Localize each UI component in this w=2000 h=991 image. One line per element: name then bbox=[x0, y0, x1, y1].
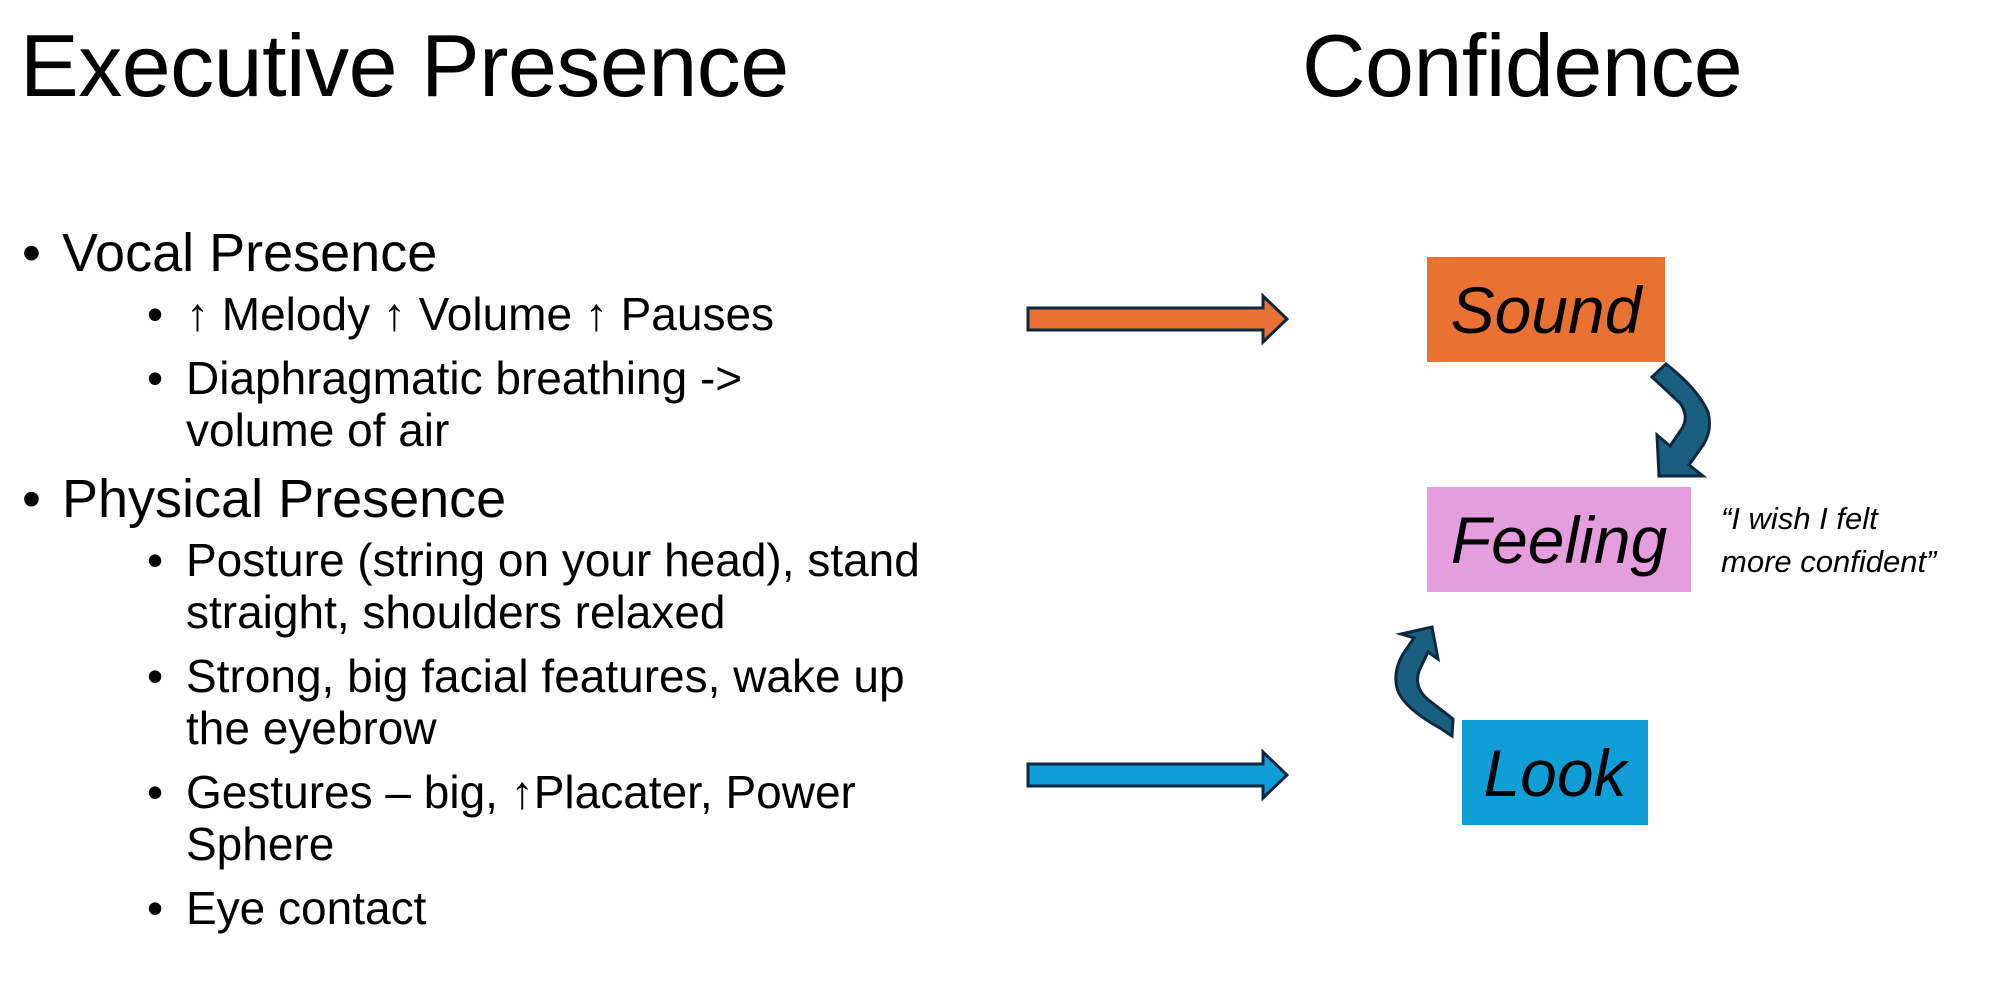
bullet-label: Vocal Presence bbox=[62, 223, 438, 283]
sub-bullet-list: • Posture (string on your head), stand st… bbox=[62, 534, 970, 934]
sound-box: Sound bbox=[1427, 257, 1665, 362]
bullet-vocal-presence: • Vocal Presence • ↑ Melody ↑ Volume ↑ Pa… bbox=[20, 222, 970, 456]
sub-bullet-text: Diaphragmatic breathing -> volume of air bbox=[186, 352, 743, 456]
bullet-dot: • bbox=[147, 288, 164, 340]
bullet-dot: • bbox=[22, 223, 41, 283]
bullet-dot: • bbox=[147, 352, 164, 404]
sub-bullet-text: Eye contact bbox=[186, 882, 427, 934]
sub-bullet: • Eye contact bbox=[62, 882, 986, 934]
look-box: Look bbox=[1462, 720, 1648, 825]
slide-title-confidence: Confidence bbox=[1302, 16, 1743, 115]
sound-label: Sound bbox=[1450, 272, 1642, 347]
look-label: Look bbox=[1483, 735, 1627, 810]
bullet-label: Physical Presence bbox=[62, 469, 507, 529]
sub-bullet: • Posture (string on your head), stand st… bbox=[62, 534, 986, 638]
bullet-dot: • bbox=[147, 766, 164, 818]
sub-bullet-text: Posture (string on your head), stand str… bbox=[186, 534, 920, 638]
bullet-dot: • bbox=[147, 882, 164, 934]
bullet-list: • Vocal Presence • ↑ Melody ↑ Volume ↑ Pa… bbox=[20, 222, 970, 946]
sub-bullet: • Diaphragmatic breathing -> volume of ai… bbox=[62, 352, 806, 456]
quote-line-2: more confident” bbox=[1721, 544, 1937, 579]
sub-bullet: • Strong, big facial features, wake up th… bbox=[62, 650, 926, 754]
vocal-arrow-icon bbox=[1026, 292, 1290, 346]
feeling-box: Feeling bbox=[1427, 487, 1691, 592]
bullet-dot: • bbox=[147, 650, 164, 702]
feeling-quote: “I wish I felt more confident” bbox=[1721, 497, 1936, 583]
bullet-dot: • bbox=[22, 469, 41, 529]
bullet-dot: • bbox=[147, 534, 164, 586]
curved-arrow-down-icon bbox=[1649, 362, 1711, 478]
sub-bullet-text: Strong, big facial features, wake up the… bbox=[186, 650, 905, 754]
feeling-label: Feeling bbox=[1450, 502, 1668, 577]
physical-arrow-icon bbox=[1026, 748, 1290, 802]
sub-bullet: • ↑ Melody ↑ Volume ↑ Pauses bbox=[62, 288, 986, 340]
sub-bullet-list: • ↑ Melody ↑ Volume ↑ Pauses • Diaphragmat… bbox=[62, 288, 970, 456]
slide-title-executive-presence: Executive Presence bbox=[20, 16, 789, 115]
sub-bullet-text: ↑ Melody ↑ Volume ↑ Pauses bbox=[186, 288, 775, 340]
bullet-physical-presence: • Physical Presence • Posture (string on … bbox=[20, 468, 970, 934]
sub-bullet: • Gestures – big, ↑Placater, Power Sphere bbox=[62, 766, 946, 870]
quote-line-1: “I wish I felt bbox=[1721, 501, 1878, 536]
curved-arrow-up-icon bbox=[1394, 625, 1455, 739]
sub-bullet-text: Gestures – big, ↑Placater, Power Sphere bbox=[186, 766, 856, 870]
